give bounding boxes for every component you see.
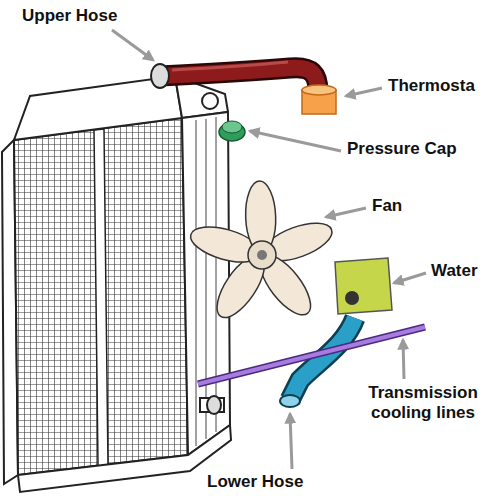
fan-blade [251, 247, 319, 322]
hose-clamp [280, 395, 300, 407]
part-label: Lower Hose [207, 472, 303, 492]
core-divider [94, 129, 108, 466]
part-label: Transmission cooling lines [356, 383, 490, 424]
leader-arrow [394, 273, 426, 283]
water-pump [335, 258, 392, 314]
leader-arrow [326, 208, 366, 217]
leader-arrow [112, 30, 153, 60]
upper-hose [160, 68, 318, 92]
radiator-side [182, 112, 230, 455]
upper-hose-outline [160, 68, 318, 92]
hose-clamp [151, 64, 169, 88]
pressure-cap-top [222, 121, 242, 133]
hose-clamp [207, 396, 221, 414]
transmission-line-outline [198, 327, 425, 384]
fan-hub [248, 241, 276, 269]
leader-arrow [346, 88, 382, 96]
part-label: Upper Hose [22, 6, 117, 26]
leader-arrow [403, 340, 404, 379]
part-label: Fan [372, 196, 402, 216]
leader-arrow [250, 131, 341, 151]
filler-neck [202, 93, 218, 109]
bottom-tank [18, 425, 231, 492]
part-label: Water [431, 261, 478, 281]
part-label: Pressure Cap [347, 139, 457, 159]
pump-outlet [345, 291, 359, 305]
transmission-line [198, 327, 425, 384]
radiator-core [14, 118, 188, 475]
part-label: Thermosta [388, 76, 475, 96]
leader-arrow [290, 414, 292, 469]
thermostat-top [302, 85, 336, 95]
fan-shaft [257, 250, 267, 260]
hose-highlight [172, 62, 288, 70]
